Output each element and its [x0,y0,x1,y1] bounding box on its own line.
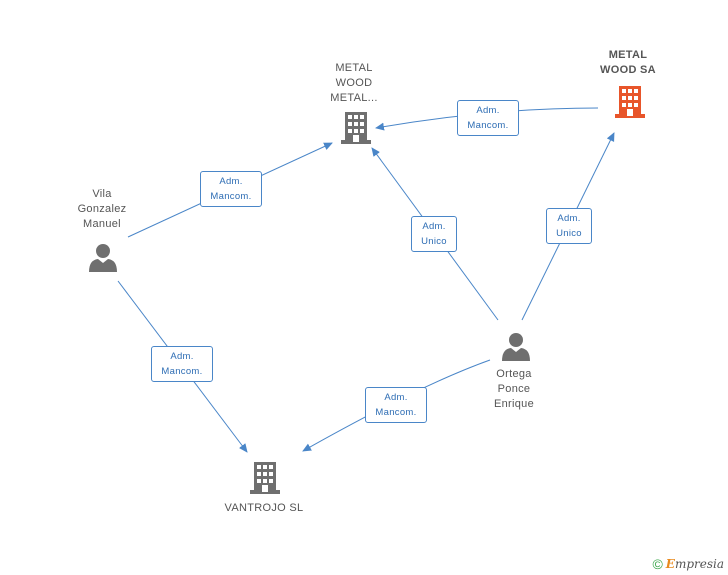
company-main-label[interactable]: METAL WOOD SA [600,49,656,76]
person-label[interactable]: Ortega Ponce Enrique [493,368,534,410]
edge-label: Adm. Mancom. [151,346,213,382]
building-main-icon[interactable] [615,86,645,118]
person-icon[interactable] [502,333,530,361]
brand-logo: © Empresia [652,556,724,572]
person-icon[interactable] [89,244,117,272]
edge-label: Adm. Mancom. [365,387,427,423]
copyright-icon: © [652,556,663,572]
company-label[interactable]: METAL WOOD METAL... [330,62,378,104]
edge-label: Adm. Unico [546,208,592,244]
building-icon[interactable] [250,462,280,494]
edge-label: Adm. Mancom. [457,100,519,136]
company-label[interactable]: VANTROJO SL [224,502,304,514]
brand-name: Empresia [665,557,724,571]
person-label[interactable]: Vila Gonzalez Manuel [77,188,127,230]
edge-label: Adm. Mancom. [200,171,262,207]
edge-label: Adm. Unico [411,216,457,252]
building-icon[interactable] [341,112,371,144]
